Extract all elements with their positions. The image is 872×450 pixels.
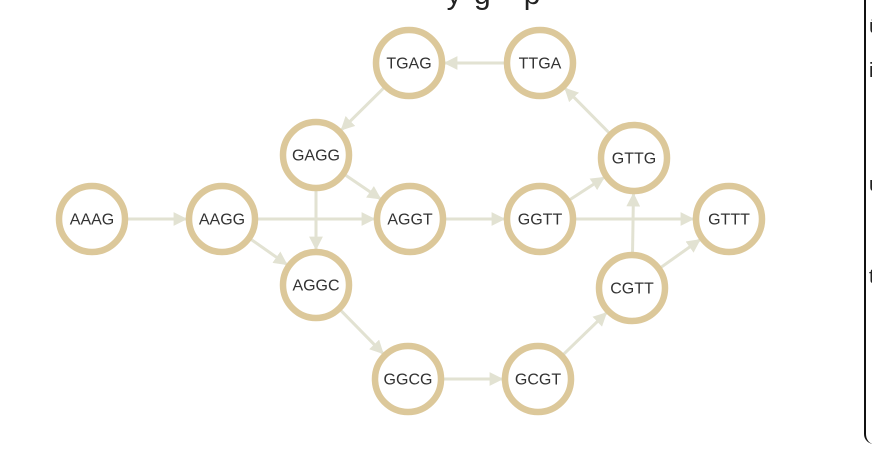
node-label: GAGG bbox=[292, 148, 340, 165]
node-gttg[interactable]: GTTG bbox=[597, 121, 671, 195]
panel-text-fragment: u bbox=[869, 174, 872, 197]
node-circle bbox=[279, 118, 353, 192]
edge-tgag-to-gagg bbox=[340, 86, 386, 131]
edge-gttg-to-ttga bbox=[564, 87, 611, 135]
panel-text-fragment: ü bbox=[869, 16, 872, 39]
node-label: TGAG bbox=[386, 56, 431, 73]
node-circle bbox=[501, 342, 575, 416]
node-ttga[interactable]: TTGA bbox=[503, 26, 577, 100]
node-label: GGCG bbox=[384, 372, 433, 389]
node-circle bbox=[595, 251, 669, 325]
node-label: AAAG bbox=[70, 212, 114, 229]
edge-cgtt-to-gttt bbox=[659, 238, 701, 269]
node-circle bbox=[371, 342, 445, 416]
node-label: AGGT bbox=[387, 212, 433, 229]
edge-gcgt-to-cgtt bbox=[562, 311, 608, 356]
node-gttt[interactable]: GTTT bbox=[692, 182, 766, 256]
node-tgag[interactable]: TGAG bbox=[372, 26, 446, 100]
node-label: CGTT bbox=[610, 281, 654, 298]
edge-aggc-to-ggcg bbox=[339, 308, 384, 355]
panel-text-fragment: i bbox=[869, 60, 872, 82]
node-aggc[interactable]: AGGC bbox=[279, 248, 353, 322]
edge-layer bbox=[127, 56, 701, 386]
node-gcgt[interactable]: GCGT bbox=[501, 342, 575, 416]
node-label: GTTG bbox=[612, 151, 656, 168]
edge-aagg-to-aggc bbox=[249, 237, 288, 266]
node-gagg[interactable]: GAGG bbox=[279, 118, 353, 192]
side-panel-edge: ü i u t bbox=[864, 0, 872, 444]
node-circle bbox=[372, 26, 446, 100]
node-circle bbox=[503, 26, 577, 100]
node-label: GTTT bbox=[708, 212, 750, 229]
panel-text-fragment: t bbox=[869, 266, 872, 288]
node-circle bbox=[597, 121, 671, 195]
node-label: GGTT bbox=[518, 212, 563, 229]
node-label: AGGC bbox=[292, 278, 339, 295]
node-circle bbox=[503, 182, 577, 256]
node-layer: AAAG AAGG AGGC GAGG TGAG TTGA GTTG AGGT GGTT GTTT… bbox=[55, 26, 766, 416]
node-ggcg[interactable]: GGCG bbox=[371, 342, 445, 416]
node-aagg[interactable]: AAGG bbox=[185, 182, 259, 256]
node-label: AAGG bbox=[199, 212, 245, 229]
node-label: GCGT bbox=[515, 372, 561, 389]
node-circle bbox=[692, 182, 766, 256]
edge-gagg-to-aggt bbox=[344, 173, 382, 200]
node-label: TTGA bbox=[519, 56, 562, 73]
node-circle bbox=[185, 182, 259, 256]
node-ggtt[interactable]: GGTT bbox=[503, 182, 577, 256]
node-circle bbox=[279, 248, 353, 322]
node-circle bbox=[55, 182, 129, 256]
node-circle bbox=[373, 182, 447, 256]
node-aaag[interactable]: AAAG bbox=[55, 182, 129, 256]
edge-cgtt-to-gttg bbox=[626, 192, 641, 254]
node-aggt[interactable]: AGGT bbox=[373, 182, 447, 256]
edge-ggtt-to-gttg bbox=[568, 176, 605, 202]
node-cgtt[interactable]: CGTT bbox=[595, 251, 669, 325]
cropped-title: y g p bbox=[426, 0, 542, 12]
